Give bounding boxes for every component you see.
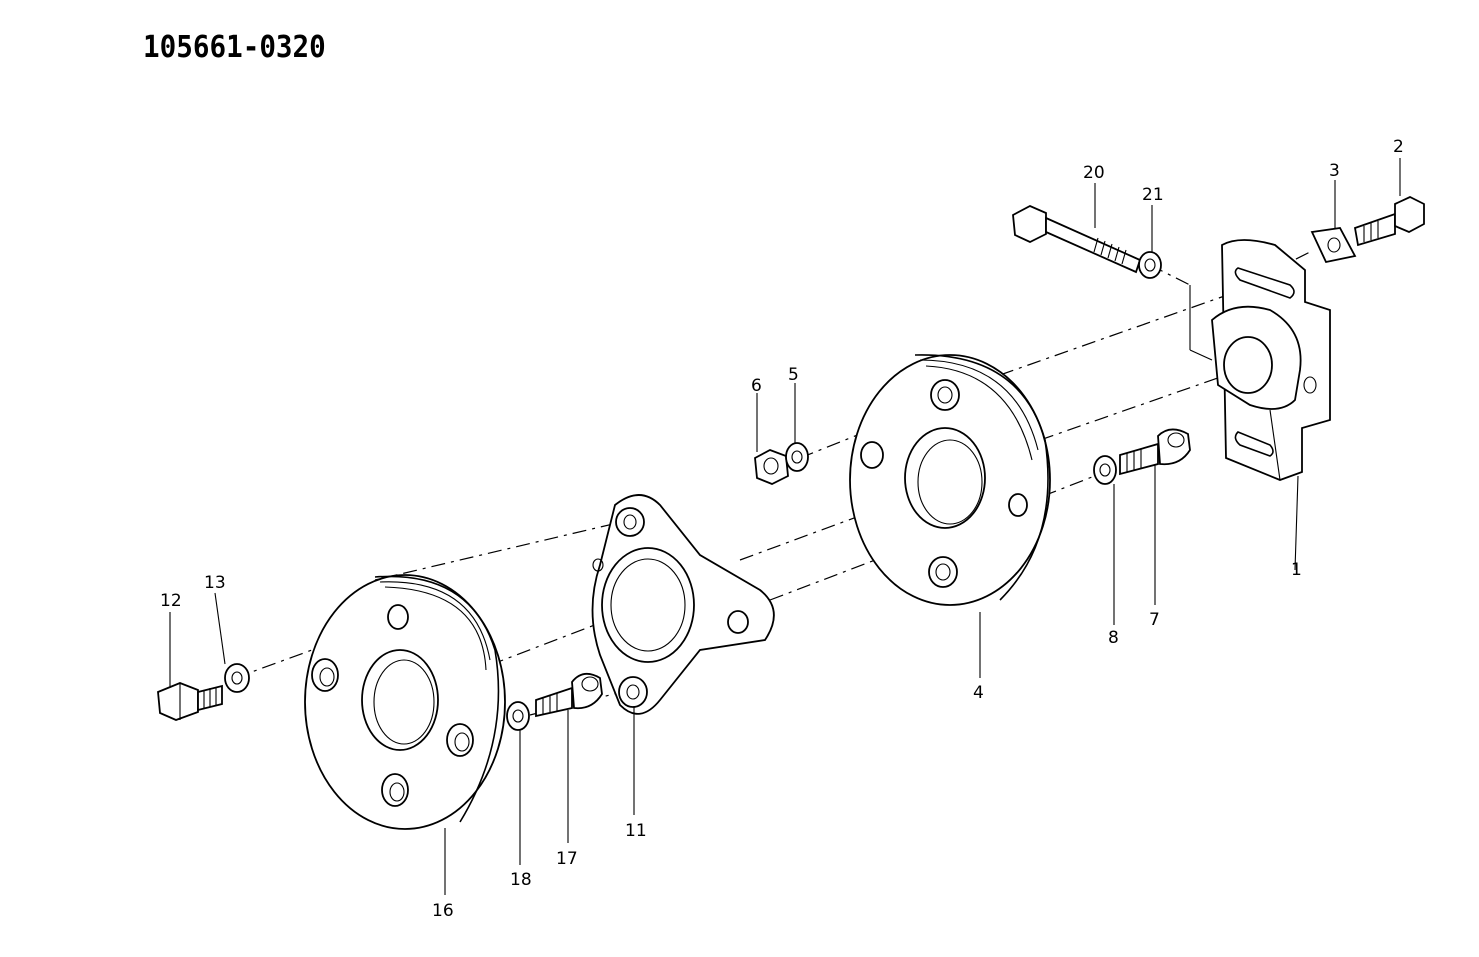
leader-lines	[169, 158, 1401, 895]
callout-8: 8	[1108, 628, 1119, 648]
callout-12: 12	[160, 591, 182, 611]
flange-disc-4	[849, 354, 1051, 606]
washer-5	[785, 442, 809, 472]
nut-6	[754, 449, 789, 485]
callout-7: 7	[1149, 610, 1160, 630]
bolt-7	[1119, 428, 1191, 476]
washer-13	[224, 663, 250, 693]
callout-4: 4	[973, 683, 984, 703]
callout-labels: 1 2 3 4 5 6 7 8 11 12 13 16 17 18 20 21	[160, 137, 1404, 921]
callout-16: 16	[432, 901, 454, 921]
callout-13: 13	[204, 573, 226, 593]
callout-20: 20	[1083, 163, 1105, 183]
washer-8	[1093, 455, 1117, 485]
callout-11: 11	[625, 821, 647, 841]
bolt-17	[535, 672, 603, 718]
bolt-2	[1353, 196, 1425, 247]
drawing-number: 105661-0320	[143, 30, 326, 65]
callout-5: 5	[788, 365, 799, 385]
callout-1: 1	[1291, 560, 1302, 580]
callout-3: 3	[1329, 161, 1340, 181]
callout-18: 18	[510, 870, 532, 890]
bearing-housing-11	[591, 494, 775, 715]
flange-disc-16	[304, 574, 506, 830]
callout-6: 6	[751, 376, 762, 396]
bolt-12	[157, 682, 223, 721]
washer-18	[506, 701, 530, 731]
washer-21	[1138, 251, 1162, 279]
bolt-20	[1012, 205, 1142, 274]
callout-21: 21	[1142, 185, 1164, 205]
callout-17: 17	[556, 849, 578, 869]
bracket-1	[1189, 239, 1331, 481]
callout-2: 2	[1393, 137, 1404, 157]
plate-3	[1310, 227, 1357, 264]
